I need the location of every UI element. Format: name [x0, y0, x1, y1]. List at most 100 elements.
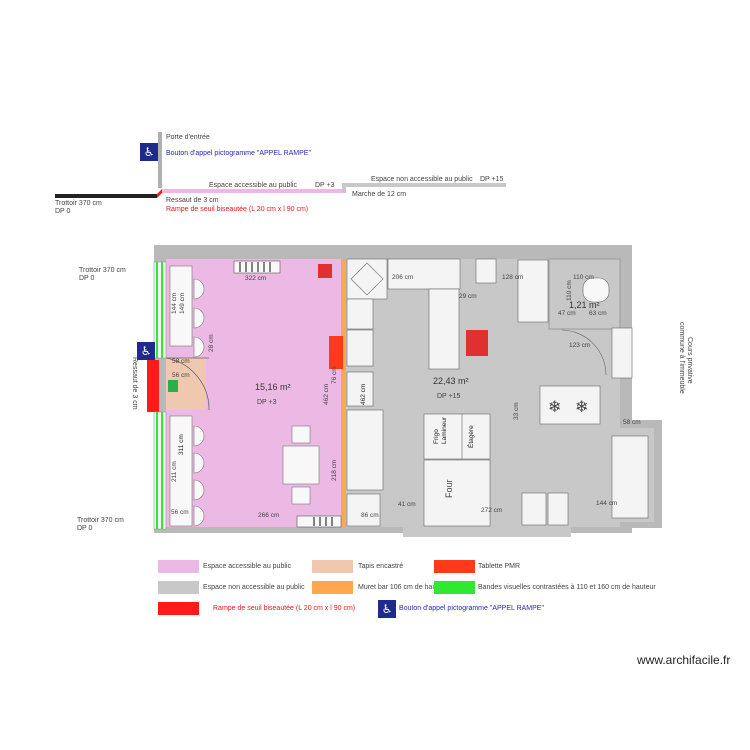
visual-band-lower-2 [161, 412, 163, 529]
dim-label: 28 cm [208, 334, 215, 352]
call-button-label: Bouton d'appel pictogramme "APPEL RAMPE" [166, 150, 311, 157]
toilet [582, 277, 610, 303]
legend-swatch-private [158, 581, 199, 594]
sidewalk-top-dp: DP 0 [79, 275, 95, 282]
sidewalk-bottom-dp: DP 0 [77, 525, 93, 532]
legend-label: Bouton d'appel pictogramme "APPEL RAMPE" [399, 605, 544, 612]
visual-band-upper-1 [156, 262, 158, 358]
snowflake-icon: ❄ [548, 399, 561, 416]
bar-shelf-unit [346, 329, 374, 367]
dim-label: 63 cm [589, 310, 607, 317]
shelf-label: Étagère [466, 425, 475, 448]
radiator-bottom-fins [313, 517, 333, 526]
courtyard-label: Cours privative [686, 337, 693, 384]
oven-unit [423, 459, 491, 527]
dim-label: 211 cm [171, 461, 178, 482]
radiator-bottom [296, 515, 342, 528]
fridge-label-2: Lamineur [441, 416, 448, 444]
back-door-frame [611, 327, 633, 379]
legend-label: Muret bar 106 cm de hauteur [358, 584, 449, 591]
dim-label: 322 cm [245, 275, 266, 282]
legend-label: Tablette PMR [478, 563, 521, 570]
wheelchair-icon: ♿ [378, 600, 396, 618]
dim-label: 58 cm [623, 419, 641, 426]
sidewalk-top-label: Trottoir 370 cm [79, 267, 126, 274]
courtyard-label-2: commune à l'immeuble [678, 322, 685, 394]
step-line [342, 183, 346, 193]
dim-label: 206 cm [392, 274, 413, 281]
wheelchair-icon: ♿ [140, 143, 158, 161]
dim-label: 110 cm [573, 274, 594, 281]
prep-table-2 [547, 492, 569, 526]
legend-label: Espace accessible au public [203, 563, 291, 570]
dim-label: 76 cm [331, 366, 338, 384]
room1-area: 15,16 m² [255, 382, 291, 392]
public-space-label: Espace accessible au public [209, 182, 297, 189]
dp-plus3-label: DP +3 [315, 182, 335, 189]
entrance-door-post [158, 132, 162, 188]
private-space-label: Espace non accessible au public [371, 176, 473, 183]
worktop-left-lower [346, 409, 384, 491]
chairs-group [193, 278, 205, 527]
hand-sink [346, 493, 381, 527]
exit-sign-icon [168, 380, 178, 392]
visual-band-upper-2 [161, 262, 163, 358]
dim-label: 56 cm [171, 509, 189, 516]
entrance-door-swing [165, 357, 210, 411]
work-island [428, 288, 460, 370]
freezer-unit [539, 385, 601, 425]
bench-upper [169, 265, 193, 347]
dim-label: 128 cm [502, 274, 523, 281]
visual-band-lower-1 [156, 412, 158, 529]
dim-label: 29 cm [459, 293, 477, 300]
step-label: Marche de 12 cm [352, 191, 406, 198]
snowflake-icon: ❄ [575, 399, 588, 416]
dim-label: 144 cm [171, 293, 178, 314]
chair [193, 425, 205, 447]
dining-table [282, 445, 320, 485]
wc-area: 1,21 m² [569, 300, 600, 310]
dim-label: 86 cm [361, 512, 379, 519]
private-area-lower [403, 527, 571, 537]
prep-table [521, 492, 547, 526]
bench-lower [169, 415, 193, 527]
legend-label: Espace non accessible au public [203, 584, 305, 591]
sink-right [611, 435, 649, 519]
chair [193, 307, 205, 329]
dim-label: 47 cm [558, 310, 576, 317]
sidewalk-line [55, 194, 157, 198]
section-diagram: Porte d'entrée Bouton d'appel pictogramm… [55, 132, 506, 215]
dim-label: 311 cm [178, 434, 185, 455]
room2-area: 22,43 m² [433, 376, 469, 386]
dim-label: 41 cm [398, 501, 416, 508]
table-chair-top [291, 425, 311, 444]
dim-label: 110 cm [566, 280, 573, 301]
legend-swatch-mat [312, 560, 353, 573]
legend-swatch-bands [434, 581, 475, 594]
glazing-lower [153, 411, 167, 530]
dim-label: 272 cm [481, 507, 502, 514]
bar-counter-wall [341, 259, 346, 527]
bar-shelf-unit-2 [346, 371, 374, 407]
dim-label: 144 cm [596, 500, 617, 507]
sidewalk-label: Trottoir 370 cm [55, 200, 102, 207]
dp-plus15-label: DP +15 [480, 176, 504, 183]
chair [193, 505, 205, 527]
wheelchair-icon: ♿ [137, 342, 155, 360]
storage-unit [517, 259, 549, 323]
dishwasher [475, 258, 497, 284]
dim-label: 218 cm [331, 460, 338, 481]
legend-swatch-public [158, 560, 199, 573]
fire-extinguisher-icon [318, 264, 332, 278]
chair [193, 479, 205, 501]
watermark: www.archifacile.fr [637, 653, 731, 667]
entrance-door-label: Porte d'entrée [166, 134, 210, 141]
dim-label: 462 cm [323, 384, 330, 405]
table-chair-bottom [291, 486, 311, 505]
kitchen-sink-unit [346, 258, 388, 300]
legend-swatch-bar-wall [312, 581, 353, 594]
legend-label: Rampe de seuil biseautée (L 20 cm x l 90… [213, 605, 356, 612]
dp0-label: DP 0 [55, 208, 71, 215]
chair [193, 336, 205, 358]
